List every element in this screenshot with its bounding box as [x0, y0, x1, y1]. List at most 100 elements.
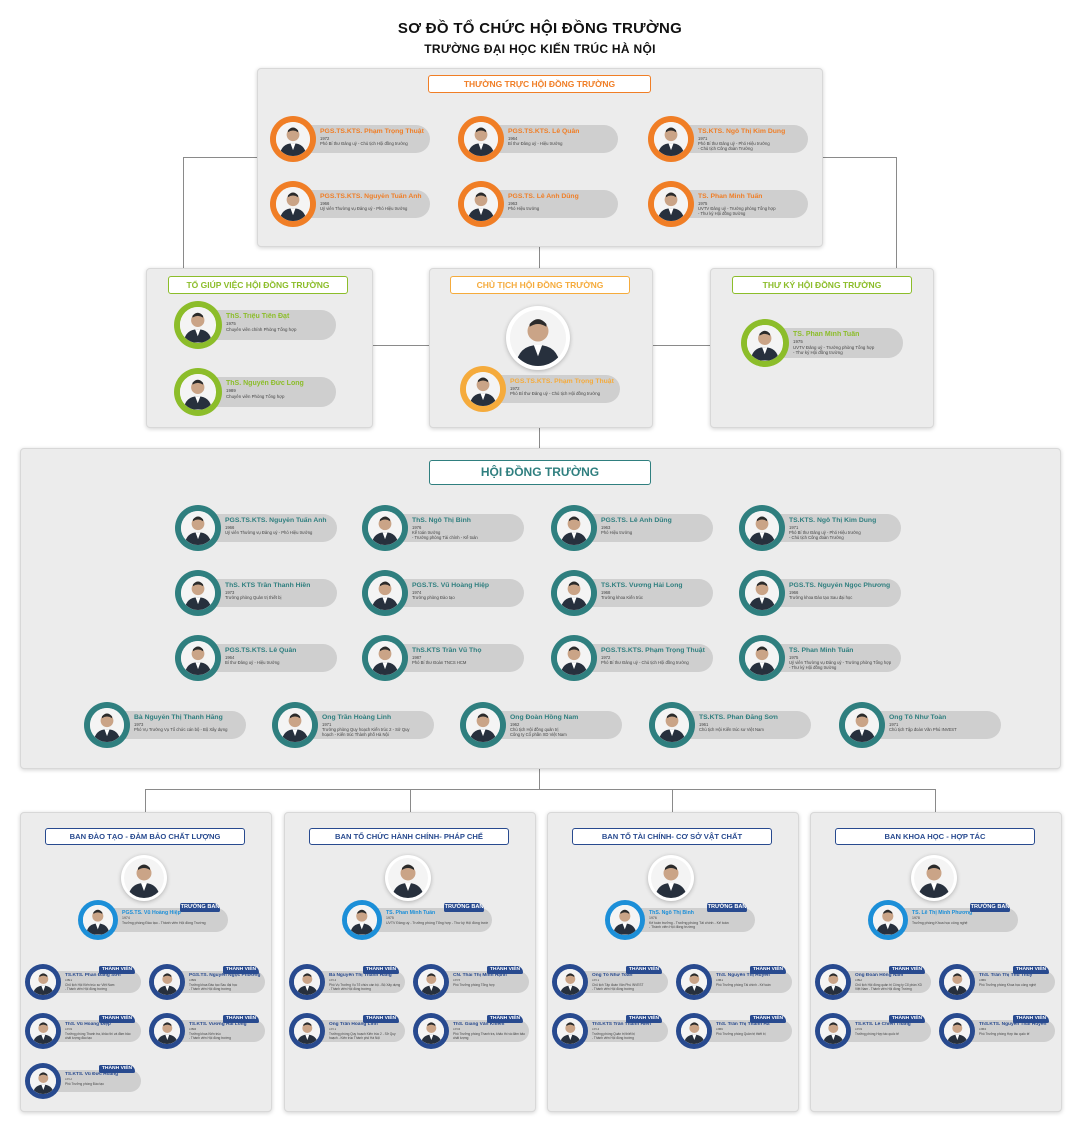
person-year: 1978	[453, 1027, 461, 1031]
person-icon	[293, 968, 321, 996]
person-role: Phó Hiệu trưởng	[508, 206, 540, 211]
card-pill	[96, 907, 228, 933]
role-badge: THÀNH VIÊN	[889, 966, 925, 975]
person-role: Chủ tịch Tập đoàn Văn Phú INVEST	[889, 727, 957, 732]
person-role: Kế toán trưởng - Trưởng phòng Tài chính …	[649, 920, 729, 925]
person-photo	[153, 968, 181, 996]
person-name: ThS. Giang Văn Khiêm	[453, 1022, 505, 1028]
person-icon	[367, 640, 402, 675]
person-year: 1972	[510, 385, 520, 391]
person-icon	[654, 707, 689, 742]
person-role: Chủ tịch Hội Kiến trúc sư Việt Nam	[65, 982, 115, 987]
person-name: TS.KTS. Vương Hải Long	[189, 1022, 247, 1028]
role-badge: THÀNH VIÊN	[1013, 1015, 1049, 1024]
role-badge: THÀNH VIÊN	[889, 1015, 925, 1024]
card-pill	[41, 970, 141, 994]
person-icon	[556, 1017, 584, 1045]
person-year: 1966	[225, 524, 235, 530]
person-year: 1971	[789, 524, 799, 530]
person-photo	[153, 1017, 181, 1045]
person-role: - Thành viên Hội đồng trường	[649, 925, 696, 930]
chair-header: CHỦ TỊCH HỘI ĐỒNG TRƯỜNG	[450, 276, 630, 294]
person-icon	[293, 1017, 321, 1045]
person-photo	[293, 968, 321, 996]
card-pill	[429, 970, 529, 994]
person-name: TS.KTS. Vương Hải Long	[601, 581, 683, 589]
person-icon	[275, 186, 310, 221]
person-photo	[653, 121, 688, 156]
person-photo	[275, 121, 310, 156]
person-year: 1973	[329, 978, 337, 982]
person-name: PGS.TS.KTS. Nguyễn Tuấn Anh	[225, 516, 327, 524]
person-role: Phó Trưởng phòng Tổng hợp	[453, 982, 495, 987]
person-name: TS. Phan Minh Tuấn	[698, 192, 763, 200]
person-year: 1961	[65, 978, 73, 982]
person-role: Phó Bí thư Đoàn TNCS HCM	[412, 660, 467, 665]
standing-committee-header: THƯỜNG TRỰC HỘI ĐỒNG TRƯỜNG	[428, 75, 651, 93]
person-role: Phó Trưởng phòng Hợp tác quốc tế	[979, 1031, 1030, 1036]
person-name: PGS.TS.KTS. Phạm Trọng Thuật	[320, 127, 424, 135]
person-icon	[819, 968, 847, 996]
person-icon	[83, 905, 113, 935]
person-icon	[556, 510, 591, 545]
person-role: - Thư ký Hội đồng trường	[698, 211, 746, 217]
person-icon	[417, 1017, 445, 1045]
role-badge: THÀNH VIÊN	[363, 966, 399, 975]
person-role: Công ty Cổ phần XD Việt Nam	[510, 732, 567, 738]
person-icon	[463, 186, 498, 221]
person-icon	[180, 510, 215, 545]
person-icon	[914, 858, 954, 898]
role-badge: THÀNH VIÊN	[1013, 966, 1049, 975]
person-role: Phó Trưởng phòng Quản trị thiết bị	[716, 1031, 766, 1036]
connector-line	[896, 157, 897, 269]
person-icon	[556, 575, 591, 610]
person-name: Ông Đoàn Hồng Nam	[510, 713, 579, 721]
board-head-photo	[388, 858, 428, 898]
connector-line	[539, 245, 540, 269]
card-pill	[360, 907, 492, 933]
person-role: Trưởng phòng Thanh tra, khảo thí và đảm …	[65, 1031, 131, 1036]
person-icon	[29, 968, 57, 996]
person-name: ThS. Nguyễn Thị Huyền	[716, 973, 770, 979]
person-name: ThS. Trần Thị Thu Thủy	[979, 973, 1033, 979]
person-name: CN. Thái Thị Minh Hạnh	[453, 973, 507, 979]
person-role: Trưởng phòng Quản trị thiết bị	[592, 1031, 635, 1036]
person-role: chất lượng	[453, 1035, 469, 1040]
person-icon	[819, 1017, 847, 1045]
person-photo	[367, 640, 402, 675]
person-photo	[943, 968, 971, 996]
person-year: 1973	[592, 1027, 600, 1031]
person-name: TS. Phan Minh Tuấn	[793, 331, 860, 339]
person-photo	[465, 371, 500, 406]
person-photo	[744, 510, 779, 545]
person-name: PGS.TS. Vũ Hoàng Hiệp	[412, 581, 490, 589]
connector-line	[539, 767, 540, 789]
person-icon	[89, 707, 124, 742]
person-year: 1963	[508, 200, 518, 206]
person-name: TS.KTS. Phan Đăng Sơn	[699, 713, 778, 721]
person-year: 1989	[226, 388, 236, 394]
person-icon	[651, 858, 691, 898]
connector-line	[410, 789, 411, 813]
person-icon	[153, 1017, 181, 1045]
person-role: Trưởng phòng Đào tạo - Thành viên Hội đồ…	[122, 920, 206, 925]
person-role: - Thành viên Hội đồng trường	[65, 986, 107, 991]
person-photo	[83, 905, 113, 935]
person-year: 1973	[134, 721, 144, 727]
person-photo	[277, 707, 312, 742]
person-photo	[367, 510, 402, 545]
person-role: Trưởng phòng Quy hoạch Kiến trúc 2 - Sở …	[322, 727, 410, 732]
card-pill	[41, 1069, 141, 1093]
person-photo	[680, 968, 708, 996]
